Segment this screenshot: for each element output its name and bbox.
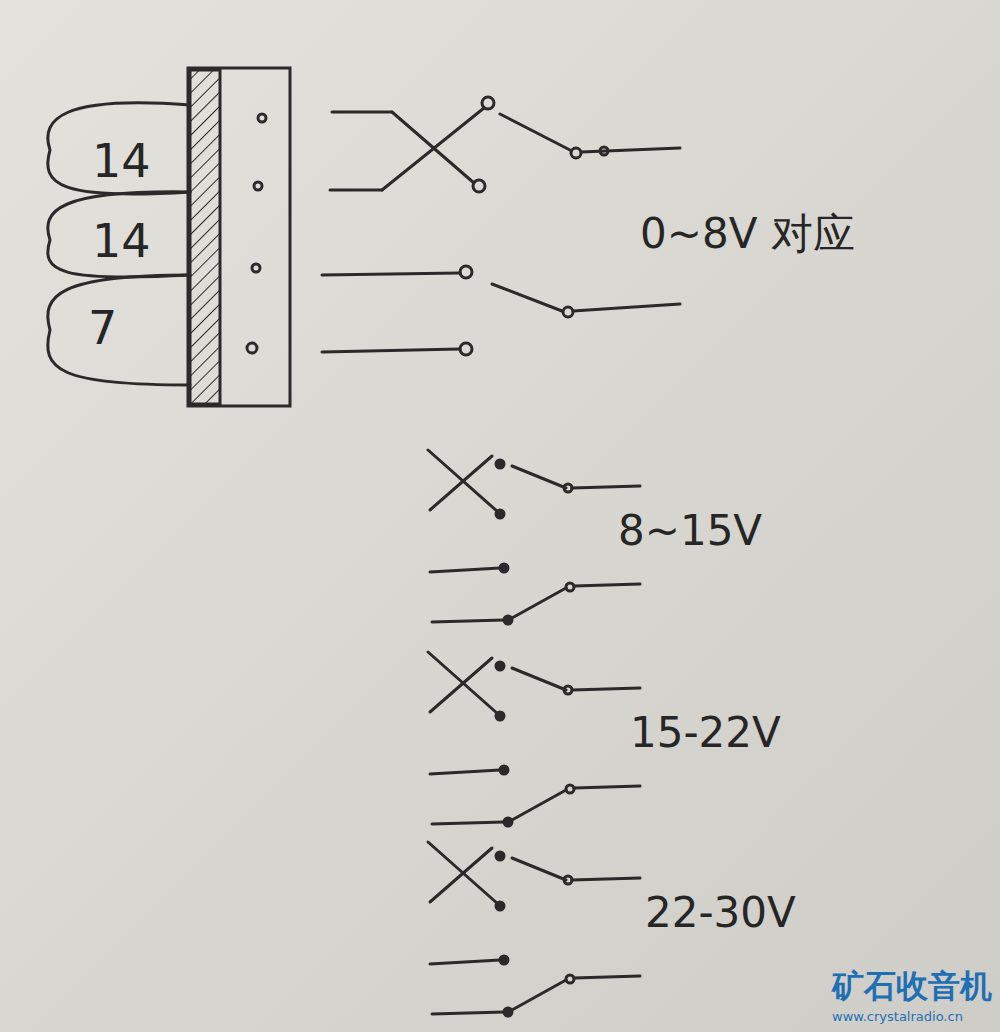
range-label: 0~8V 对应 (640, 213, 855, 255)
coil-turns: 14 (92, 218, 151, 264)
range-label: 8~15V (618, 510, 762, 552)
watermark: www.crystalradio.cn (832, 1010, 963, 1023)
range-label: 22-30V (645, 892, 796, 934)
watermark: 矿石收音机 (832, 970, 992, 1002)
coil-turns: 7 (88, 305, 117, 351)
range-label: 15-22V (630, 712, 781, 754)
coil-turns: 14 (92, 138, 151, 184)
